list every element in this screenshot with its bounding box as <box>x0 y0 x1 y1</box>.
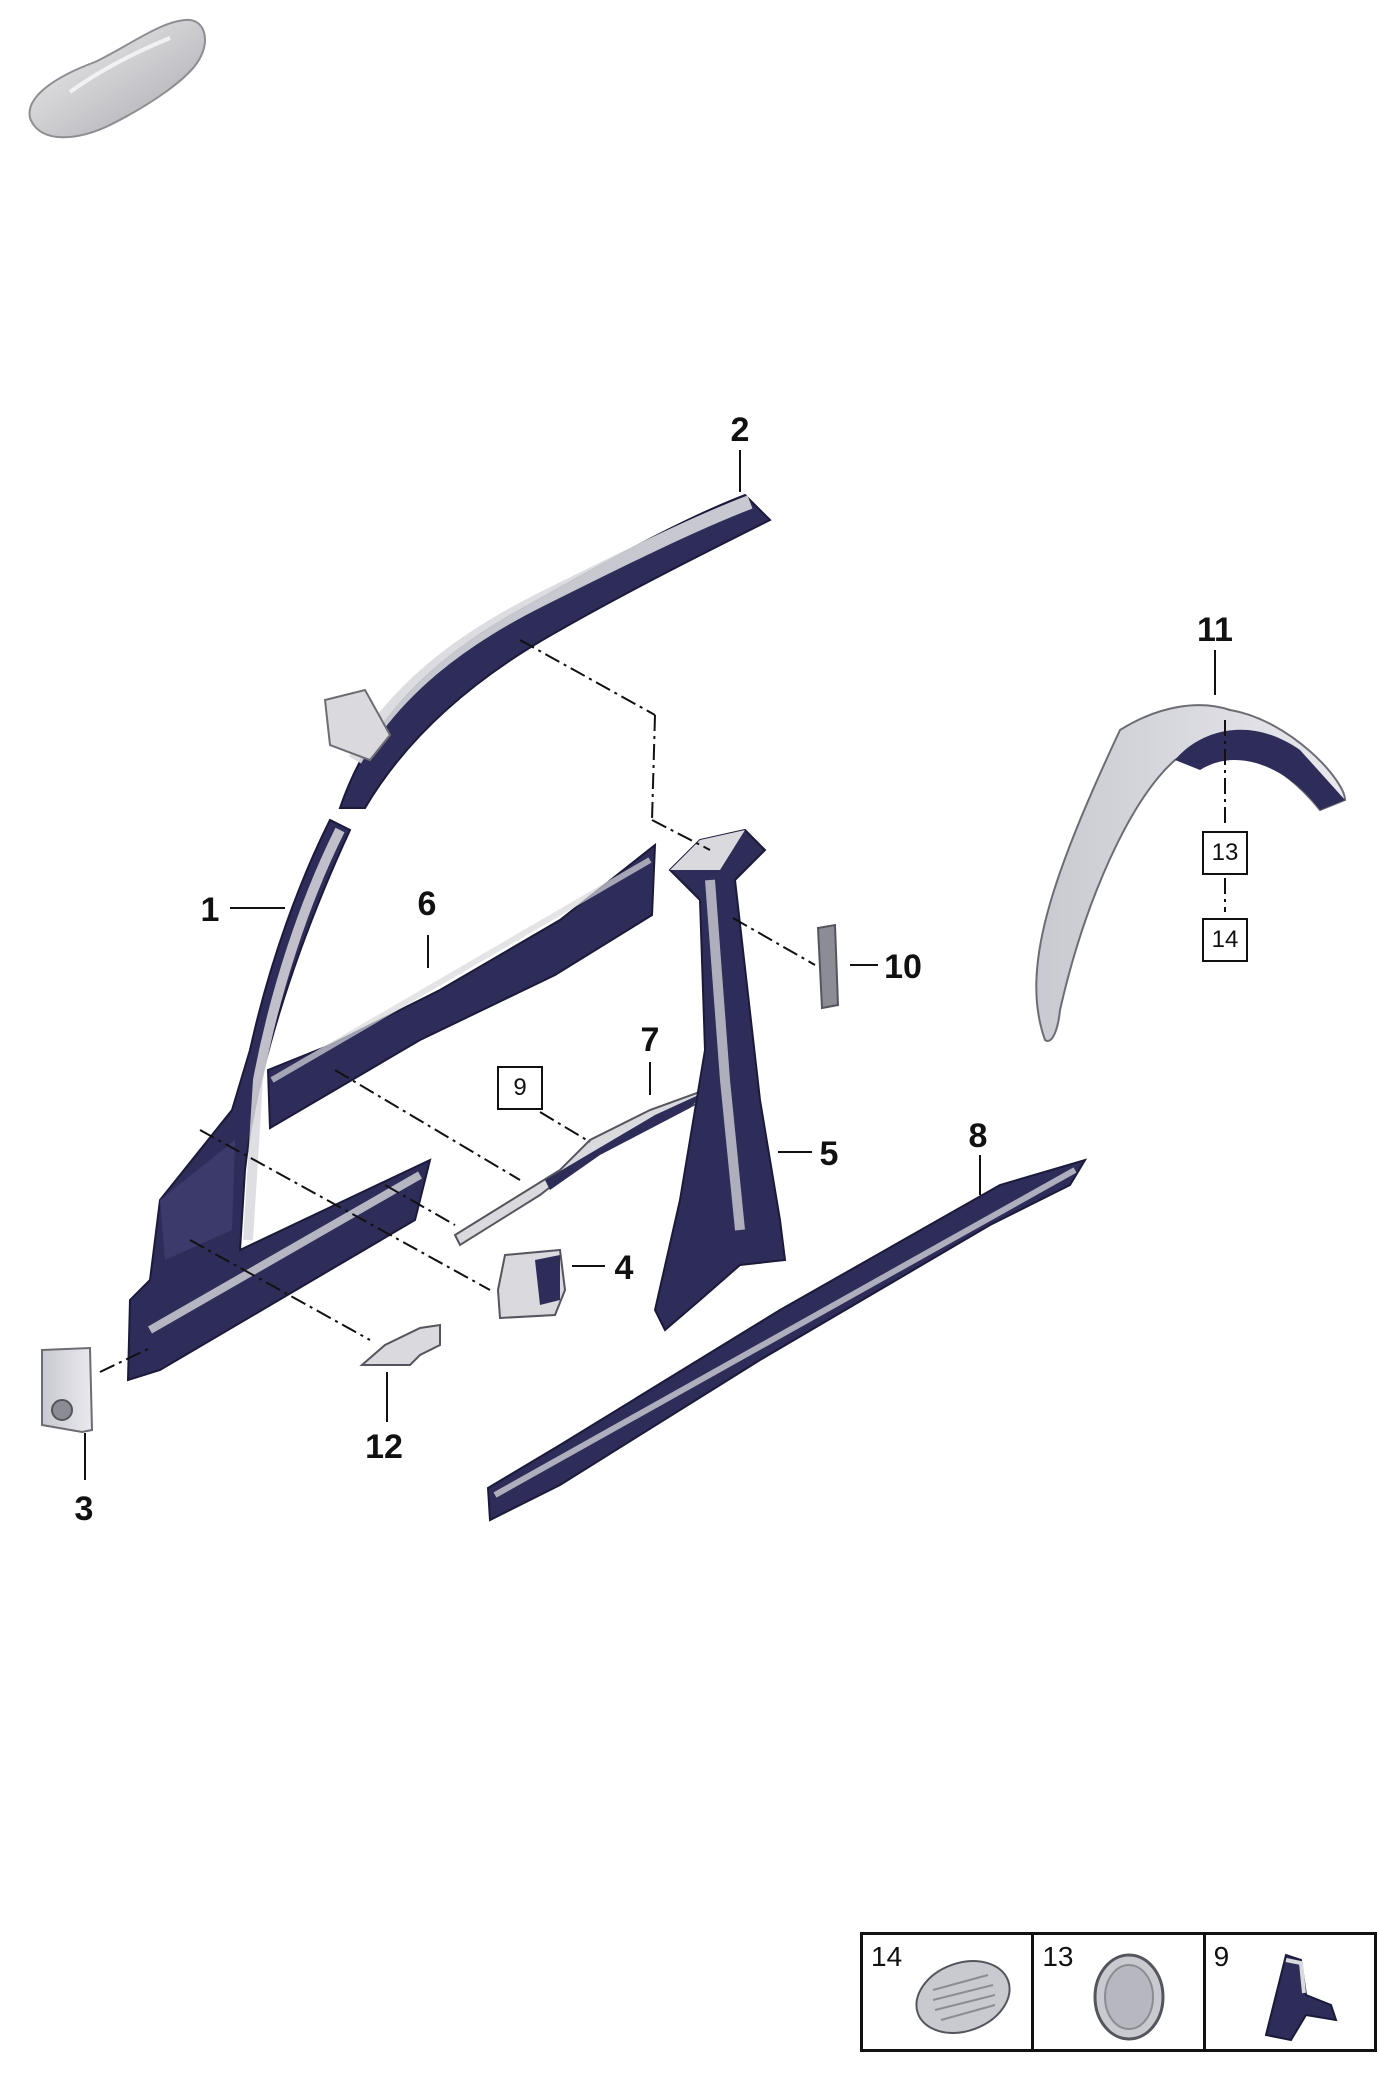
part-6-sill-reinforcement <box>266 842 657 1130</box>
boxed-ref-13: 13 <box>1202 831 1248 875</box>
bracket-icon <box>1264 1953 1338 2042</box>
leader-lines <box>84 450 1226 1480</box>
legend-cell-13: 13 <box>1034 1935 1206 2049</box>
boxed-ref-14: 14 <box>1202 918 1248 962</box>
legend-cell-9: 9 <box>1206 1935 1374 2049</box>
part-7-reinforcement <box>453 1088 706 1247</box>
legend-cell-14: 14 <box>863 1935 1035 2049</box>
callout-10: 10 <box>884 948 922 986</box>
part-12-bracket <box>359 1323 441 1366</box>
grommet-plug-icon <box>1093 1953 1165 2041</box>
part-4-bracket <box>496 1248 567 1320</box>
legend-number: 13 <box>1042 1941 1074 1972</box>
callout-7: 7 <box>640 1021 660 1059</box>
part-10-plate <box>816 923 840 1010</box>
boxed-ref-9: 9 <box>497 1066 543 1110</box>
legend-number: 9 <box>1213 1941 1230 1972</box>
part-11-wheel-arch <box>1035 704 1347 1042</box>
callout-11: 11 <box>1197 611 1233 649</box>
part-8-sill <box>486 1158 1088 1522</box>
callout-2: 2 <box>730 411 750 449</box>
callout-5: 5 <box>819 1135 839 1173</box>
grommet-ridged-icon <box>915 1960 1011 2034</box>
callout-3: 3 <box>74 1490 94 1528</box>
callout-4: 4 <box>614 1249 634 1287</box>
callout-1: 1 <box>200 891 220 929</box>
part-5-b-pillar <box>653 828 787 1332</box>
parts-legend: 14 13 9 <box>860 1932 1377 2052</box>
legend-number: 14 <box>871 1941 903 1972</box>
part-3-cover <box>41 1346 94 1434</box>
callout-6: 6 <box>417 885 437 923</box>
part-1-side-frame <box>126 818 432 1382</box>
callout-12: 12 <box>365 1428 403 1466</box>
part-2-roof-rail <box>323 493 772 809</box>
vehicle-thumbnail-icon <box>28 18 206 139</box>
callout-8: 8 <box>968 1117 988 1155</box>
